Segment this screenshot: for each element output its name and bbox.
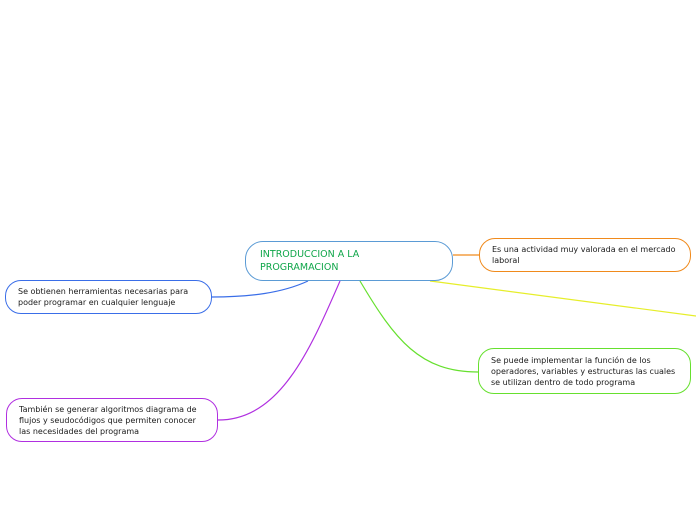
topic-line: También se generar algoritmos diagrama d… bbox=[19, 404, 197, 414]
topic-herramientas[interactable]: Se obtienen herramientas necesarias para… bbox=[5, 280, 212, 314]
topic-line: las necesidades del programa bbox=[19, 426, 140, 436]
topic-line: Se puede implementar la función de los bbox=[491, 355, 651, 365]
connector-implementar bbox=[359, 280, 479, 373]
connector-herramientas bbox=[211, 280, 309, 298]
topic-algoritmos[interactable]: También se generar algoritmos diagrama d… bbox=[6, 398, 218, 442]
topic-line: Se obtienen herramientas necesarias para bbox=[18, 287, 189, 296]
central-topic[interactable]: INTRODUCCION A LA PROGRAMACION bbox=[245, 241, 453, 281]
central-topic-line: INTRODUCCION A LA bbox=[260, 249, 360, 260]
topic-line: operadores, variables y estructuras las … bbox=[491, 366, 676, 376]
topic-text: Es una actividad muy valorada en el merc… bbox=[492, 244, 676, 266]
topic-text: Se puede implementar la función de los o… bbox=[491, 355, 675, 388]
connector-algoritmos bbox=[217, 280, 341, 421]
topic-line: flujos y seudocódigos que permiten conoc… bbox=[19, 415, 196, 425]
topic-line: se utilizan dentro de todo programa bbox=[491, 377, 636, 387]
topic-line: laboral bbox=[492, 256, 520, 265]
topic-line: poder programar en cualquier lenguaje bbox=[18, 298, 176, 307]
topic-actividad[interactable]: Es una actividad muy valorada en el merc… bbox=[479, 238, 691, 272]
central-topic-text: INTRODUCCION A LA PROGRAMACION bbox=[260, 248, 359, 274]
topic-text: También se generar algoritmos diagrama d… bbox=[19, 404, 197, 437]
connector-yellow-offscreen bbox=[429, 280, 696, 317]
topic-implementar[interactable]: Se puede implementar la función de los o… bbox=[478, 348, 691, 394]
topic-text: Se obtienen herramientas necesarias para… bbox=[18, 286, 188, 308]
topic-line: Es una actividad muy valorada en el merc… bbox=[492, 245, 676, 254]
central-topic-line: PROGRAMACION bbox=[260, 262, 339, 273]
